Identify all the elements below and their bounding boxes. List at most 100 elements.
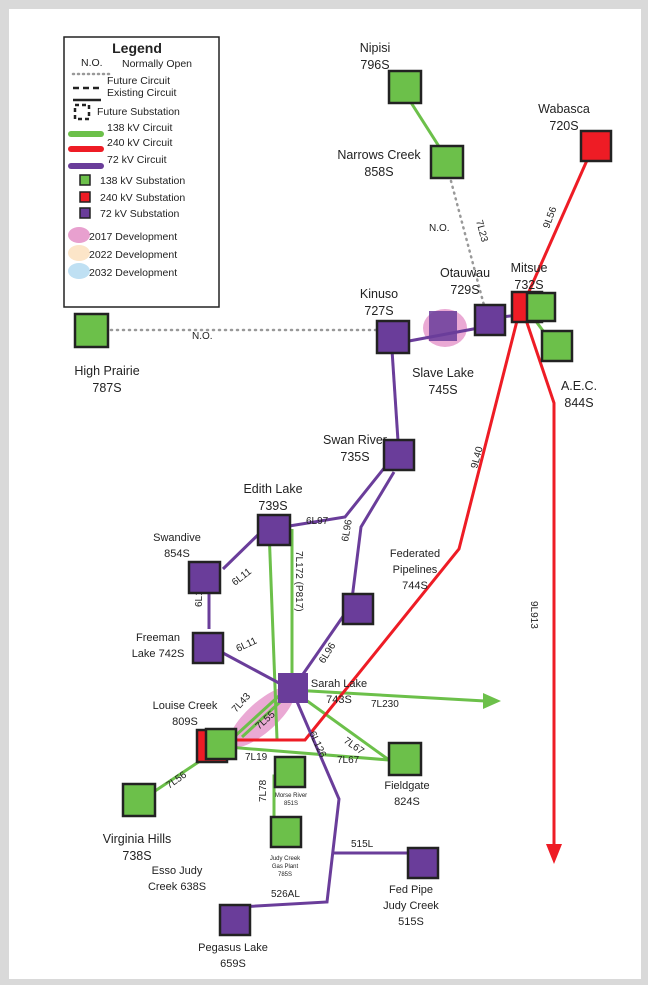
virginia-hills-code: 738S xyxy=(122,849,151,863)
legend-138kv-substation-symbol xyxy=(79,174,91,186)
edith-lake-code: 739S xyxy=(258,499,287,513)
substation-morse-river[interactable] xyxy=(273,755,307,789)
circuit-label-6L11-upper: 6L11 xyxy=(230,566,254,588)
high-prairie-code: 787S xyxy=(92,381,121,395)
legend-title: Legend xyxy=(112,40,162,56)
sarah-lake-pegasus-lake-6L126 xyxy=(238,689,341,909)
wabasca-mitsue-9L56 xyxy=(521,148,594,306)
swan-river-name: Swan River xyxy=(323,433,387,447)
circuit-label-515L: 515L xyxy=(351,839,374,850)
substation-swan-river[interactable] xyxy=(382,438,416,472)
nipisi-name: Nipisi xyxy=(360,41,391,55)
circuit-label-7L78: 7L78 xyxy=(258,779,269,802)
circuit-label-6L96-upper: 6L96 xyxy=(340,518,355,542)
otauwau-name: Otauwau xyxy=(440,266,490,280)
substation-otauwau[interactable] xyxy=(473,303,507,337)
substation-kinuso[interactable] xyxy=(375,319,411,355)
freeman-lake-name-1: Freeman xyxy=(136,632,180,644)
circuit-label-7L230: 7L230 xyxy=(371,699,399,710)
substation-wabasca[interactable] xyxy=(579,129,613,163)
swan-river-edith-lake-6L97 xyxy=(282,461,391,529)
fed-pipe-judy-creek-name-2: Judy Creek xyxy=(383,900,439,912)
substation-fieldgate[interactable] xyxy=(387,741,423,777)
legend-72kv-substation-symbol xyxy=(79,207,91,219)
legend-72kv-circuit: 72 kV Circuit xyxy=(107,154,167,166)
legend-72kv-substation: 72 kV Substation xyxy=(100,208,180,220)
circuit-label-6L11-lower: 6L11 xyxy=(235,635,260,654)
kinuso-swan-river-72kv xyxy=(390,349,401,457)
substation-slave-lake[interactable] xyxy=(429,311,457,341)
circuit-label-6L11-mid: 6L11 xyxy=(194,585,205,607)
legend-138kv-circuit: 138 kV Circuit xyxy=(107,122,172,134)
substation-edith-lake[interactable] xyxy=(256,513,292,547)
substation-fed-pipe-judy-creek[interactable] xyxy=(406,846,440,880)
substation-mitsue-138kv[interactable] xyxy=(525,291,557,323)
kinuso-code: 727S xyxy=(364,304,393,318)
wabasca-code: 720S xyxy=(549,119,578,133)
judy-creek-gas-plant-name-2: Gas Plant xyxy=(272,864,299,870)
louise-creek-code: 809S xyxy=(172,716,198,728)
circuit-label-7L19: 7L19 xyxy=(245,752,268,763)
swan-river-federated-6L96 xyxy=(350,471,396,600)
circuits xyxy=(109,89,594,909)
legend-future-substation-symbol xyxy=(73,103,91,121)
sarah-lake-7L230 xyxy=(291,688,486,703)
esso-judy-creek-name-2: Creek 638S xyxy=(148,881,206,893)
legend-2017-development: 2017 Development xyxy=(89,231,177,243)
fed-pipe-judy-creek-code: 515S xyxy=(398,916,424,928)
substation-freeman-lake[interactable] xyxy=(191,631,225,665)
aec-name: A.E.C. xyxy=(561,379,597,393)
fieldgate-code: 824S xyxy=(394,796,420,808)
federated-pipelines-name-1: Federated xyxy=(390,548,440,560)
louise-creek-fieldgate-7L67 xyxy=(214,744,390,762)
high-prairie-name: High Prairie xyxy=(74,364,139,378)
esso-judy-creek-name-1: Esso Judy xyxy=(152,865,203,877)
substation-high-prairie[interactable] xyxy=(73,312,110,349)
aec-code: 844S xyxy=(564,396,593,410)
circuit-label-6L126: 6L126 xyxy=(306,730,328,760)
substation-virginia-hills[interactable] xyxy=(121,782,157,818)
legend-240kv-substation: 240 kV Substation xyxy=(100,192,185,204)
otauwau-code: 729S xyxy=(450,283,479,297)
substations xyxy=(73,69,613,937)
substation-nipisi[interactable] xyxy=(387,69,423,105)
circuit-label-no-narrows: N.O. xyxy=(429,223,450,234)
circuit-label-7L172: 7L172 (P817) xyxy=(293,551,304,612)
substation-narrows-creek[interactable] xyxy=(429,144,465,180)
9L913-arrow-head xyxy=(546,844,562,864)
legend-2032-development-symbol xyxy=(68,263,90,279)
circuit-label-526AL: 526AL xyxy=(271,889,300,900)
circuit-label-9L913: 9L913 xyxy=(528,601,539,629)
federated-pipelines-code: 744S xyxy=(402,580,428,592)
pegasus-lake-name: Pegasus Lake xyxy=(198,942,268,954)
substation-swandive[interactable] xyxy=(187,560,222,595)
substation-louise-creek[interactable] xyxy=(204,727,238,761)
judy-creek-gas-plant-code: 785S xyxy=(278,872,292,878)
substation-pegasus-lake[interactable] xyxy=(218,903,252,937)
legend-240kv-substation-symbol xyxy=(79,191,91,203)
narrows-creek-otauwau-normally-open xyxy=(449,179,487,311)
legend-240kv-circuit: 240 kV Circuit xyxy=(107,137,172,149)
louise-creek-name: Louise Creek xyxy=(153,700,218,712)
slave-lake-code: 745S xyxy=(428,383,457,397)
edith-lake-name: Edith Lake xyxy=(243,482,302,496)
substation-judy-creek-gas-plant[interactable] xyxy=(269,815,303,849)
mitsue-louise-creek-9L40 xyxy=(216,304,523,742)
substation-aec[interactable] xyxy=(540,329,574,363)
swandive-name: Swandive xyxy=(153,532,201,544)
sarah-lake-fieldgate-7L67 xyxy=(291,688,390,762)
legend-2017-development-symbol xyxy=(68,227,90,243)
swan-river-code: 735S xyxy=(340,450,369,464)
circuit-label-7L23: 7L23 xyxy=(473,219,489,244)
slave-lake-name: Slave Lake xyxy=(412,366,474,380)
legend-138kv-substation: 138 kV Substation xyxy=(100,175,185,187)
legend-box xyxy=(63,36,220,308)
circuit-label-7L67-lower: 7L67 xyxy=(337,755,360,766)
legend-2022-development-symbol xyxy=(68,245,90,261)
substation-sarah-lake[interactable] xyxy=(278,673,308,703)
narrows-creek-code: 858S xyxy=(364,165,393,179)
mitsue-code: 732S xyxy=(514,278,543,292)
wabasca-name: Wabasca xyxy=(538,102,590,116)
sarah-lake-name: Sarah Lake xyxy=(311,678,367,690)
substation-federated-pipelines[interactable] xyxy=(341,592,375,626)
